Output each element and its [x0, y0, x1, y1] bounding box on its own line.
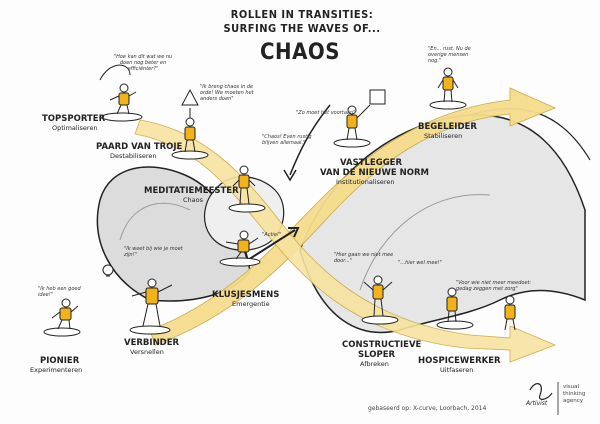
board-klusjes	[219, 257, 261, 267]
quote-vastlegger: "Zo moet het voortaan"	[296, 110, 356, 116]
quote-paard: "Ik breng chaos in de orde! We moeten he…	[200, 84, 254, 102]
quote-sloper-2: "...hier wel mee!"	[398, 260, 442, 266]
quote-topsporter: "Hoe kan dit wat we nu doen nog beter en…	[113, 54, 173, 72]
role-paard: PAARD VAN TROJE	[96, 142, 183, 152]
figure-pionier	[51, 298, 79, 330]
board-pionier	[43, 327, 81, 337]
role-klusjes-sub: Emergentie	[232, 300, 270, 308]
role-hospice: HOSPICEWERKER	[418, 356, 501, 366]
role-sloper-sub: Afbreken	[360, 360, 389, 368]
figure-sloper	[363, 275, 393, 317]
role-pionier: PIONIER	[40, 356, 80, 366]
role-meditatie: MEDITATIEMEESTER	[144, 186, 239, 196]
title-line-2: SURFING THE WAVES OF...	[223, 22, 381, 35]
role-meditatie-sub: Chaos	[183, 196, 204, 204]
role-hospice-sub: Uitfaseren	[440, 366, 474, 374]
quote-verbinder: "Ik weet bij wie je moet zijn!"	[124, 246, 183, 258]
logo-text: Artivist	[526, 400, 548, 407]
board-begeleider	[429, 100, 467, 110]
figure-vastlegger	[346, 89, 386, 141]
role-sloper-2: SLOPER	[358, 350, 396, 360]
role-begeleider-sub: Stabiliseren	[424, 132, 463, 140]
board-topsporter	[101, 112, 143, 122]
role-sloper-1: CONSTRUCTIEVE	[342, 340, 422, 350]
figure-topsporter	[109, 83, 137, 115]
role-klusjes: KLUSJESMENS	[212, 290, 280, 300]
agency-line-3: agency	[563, 398, 584, 404]
chaos-title: CHAOS	[260, 40, 340, 65]
role-verbinder: VERBINDER	[124, 338, 180, 348]
figure-meditatie	[232, 165, 256, 205]
figure-hospice-2	[504, 295, 516, 331]
title-line-1: ROLLEN IN TRANSITIES:	[230, 8, 374, 21]
board-verbinder	[129, 325, 171, 335]
board-paard	[171, 150, 209, 160]
role-begeleider: BEGELEIDER	[418, 122, 477, 132]
board-meditatie	[228, 203, 266, 213]
role-vastlegger-2: VAN DE NIEUWE NORM	[320, 168, 429, 178]
figure-verbinder	[102, 264, 173, 327]
board-vastlegger	[333, 138, 371, 148]
quote-pionier: "Ik heb een goed idee!"	[38, 286, 81, 298]
role-pionier-sub: Experimenteren	[30, 366, 83, 374]
agency-line-1: visual	[563, 384, 580, 390]
quote-klusjes: "Actie!"	[262, 232, 282, 238]
board-hospice	[436, 320, 474, 330]
role-paard-sub: Destabiliseren	[110, 152, 157, 160]
role-vastlegger-sub: Institutionaliseren	[336, 178, 395, 186]
quote-meditatie: "Chaos! Even rustig blijven allemaal."	[262, 134, 312, 146]
quote-begeleider: "En... rust. Nu de overige mensen nog."	[428, 46, 471, 64]
role-topsporter: TOPSPORTER	[42, 114, 106, 124]
role-topsporter-sub: Optimaliseren	[52, 124, 98, 132]
credit-text: gebaseerd op: X-curve, Loorbach, 2014	[368, 405, 487, 412]
board-sloper	[361, 315, 399, 325]
figure-klusjes	[225, 230, 259, 260]
chaos-splash	[203, 176, 285, 251]
figure-begeleider	[437, 67, 459, 103]
quote-hospice: "Voor wie niet meer meedoet: gedag zegge…	[456, 280, 532, 292]
quote-sloper: "Hier gaan we niet mee door..."	[334, 252, 394, 264]
agency-text: visual thinking agency	[563, 384, 585, 405]
agency-line-2: thinking	[563, 391, 586, 397]
figure-hospice-1	[446, 287, 458, 323]
role-vastlegger-1: VASTLEGGER	[340, 158, 403, 168]
figure-paard	[181, 88, 199, 153]
role-verbinder-sub: Versnellen	[130, 348, 164, 356]
